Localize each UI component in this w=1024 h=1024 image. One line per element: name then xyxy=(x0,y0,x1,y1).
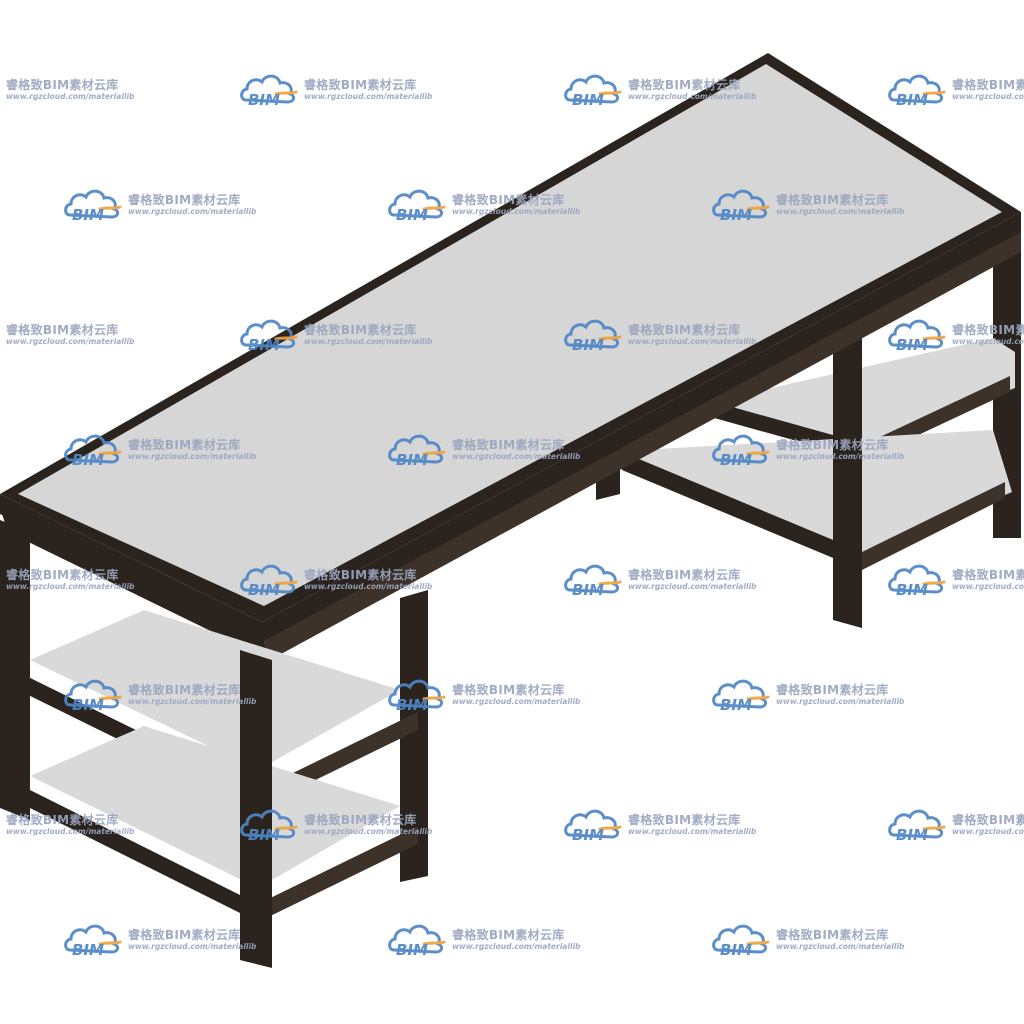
top-edge-front xyxy=(0,494,262,642)
leg-far-left xyxy=(0,520,30,820)
shelf-left-lower xyxy=(30,726,400,888)
shelf-left-lower-rail-side xyxy=(258,826,418,922)
leg-front-left xyxy=(240,650,272,968)
top-edge-side xyxy=(262,212,1021,642)
shelf-left-upper xyxy=(30,610,400,770)
leg-back-left xyxy=(400,590,428,882)
shelf-left-lower-rail-front xyxy=(14,782,258,922)
shelf-right-lower-rail-front xyxy=(622,452,862,570)
leg-front-right xyxy=(833,330,862,628)
shelf-right-lower-rail-side xyxy=(862,482,1005,570)
shelf-right-upper xyxy=(718,338,1015,446)
